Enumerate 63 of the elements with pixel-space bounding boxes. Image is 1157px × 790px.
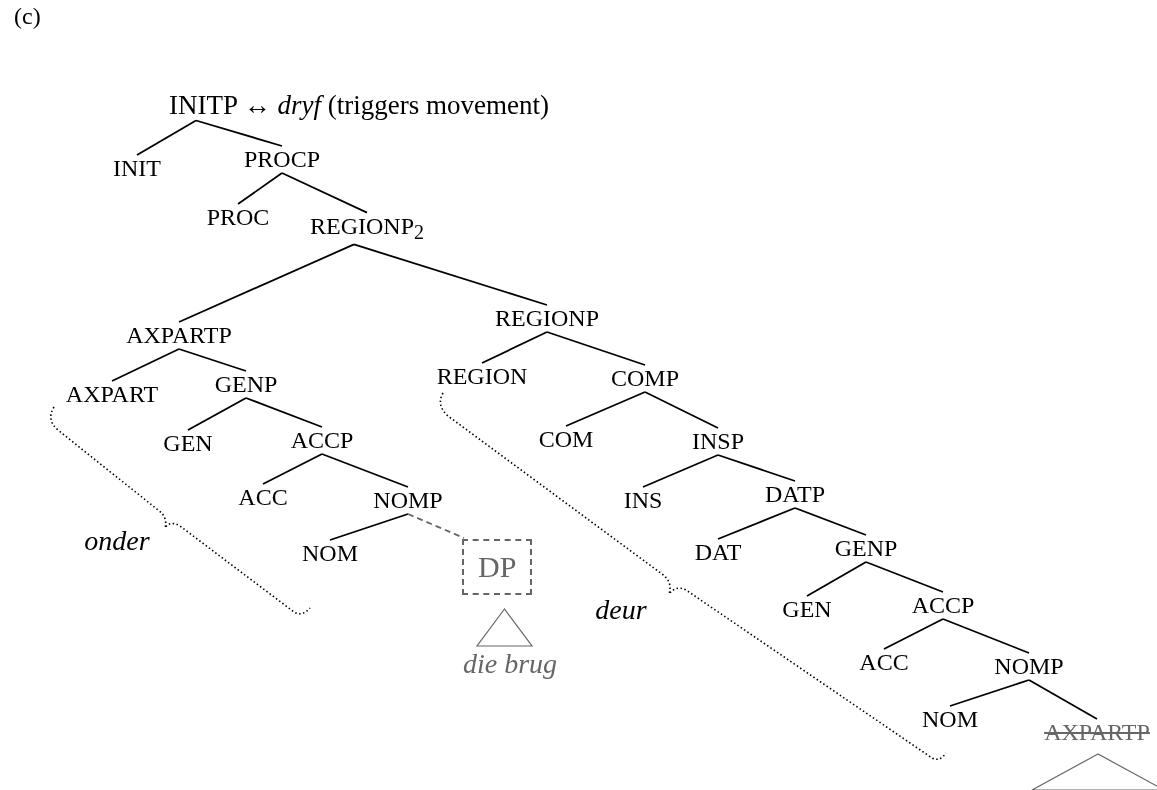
- triangle-mark: [477, 609, 532, 646]
- tree-node-label: PROC: [206, 205, 270, 229]
- branch-line: [111, 348, 180, 382]
- tree-node-label: PROCP: [244, 147, 320, 171]
- branch-line: [717, 507, 796, 540]
- leaf-text: die brug: [462, 650, 558, 678]
- branch-line: [195, 119, 283, 147]
- branch-line: [1028, 679, 1098, 720]
- triangle-mark: [1032, 754, 1157, 790]
- branch-line: [546, 331, 646, 366]
- brace-label: deur: [595, 594, 647, 626]
- branch-line: [329, 513, 409, 541]
- branch-line: [237, 172, 283, 205]
- tree-node-label: NOM: [302, 541, 358, 565]
- branch-line: [949, 679, 1030, 707]
- dashed-box: DP: [462, 539, 533, 595]
- branch-line: [565, 391, 646, 427]
- tree-node-label: AXPART: [65, 382, 159, 406]
- dashed-branch-line: [407, 513, 465, 539]
- tree-node-label: REGIONP$_{2}$: [310, 213, 424, 243]
- branch-line: [806, 561, 867, 597]
- branch-line: [187, 397, 247, 431]
- tree-node-label: NOMP: [994, 654, 1064, 678]
- tree-node-label: GEN: [782, 597, 832, 621]
- tree-node-label: ACCP: [290, 428, 354, 452]
- branch-line: [717, 454, 796, 482]
- tree-node-label: INS: [623, 488, 663, 512]
- branch-line: [481, 331, 548, 364]
- branch-line: [942, 618, 1030, 654]
- branch-line: [644, 391, 719, 429]
- branch-line: [865, 561, 944, 593]
- tree-node-label: ACCP: [911, 593, 975, 617]
- branch-line: [321, 453, 409, 488]
- branch-line: [642, 454, 719, 488]
- tree-node-label: ACC: [238, 485, 288, 509]
- branch-line: [178, 348, 247, 372]
- tree-node-label: INITP ↔ dryf (triggers movement): [169, 91, 549, 119]
- branch-line: [262, 453, 323, 485]
- tree-node-label: NOM: [922, 707, 978, 731]
- branch-line: [178, 243, 355, 323]
- tree-node-label: DAT: [694, 540, 742, 564]
- branch-line: [281, 172, 368, 214]
- tree-node-label: DATP: [765, 482, 825, 506]
- brace-label: onder: [84, 525, 150, 557]
- tree-node-label: INIT: [113, 156, 161, 180]
- tree-node-label: REGIONP: [495, 306, 599, 330]
- tree-node-label: INSP: [692, 429, 744, 453]
- tree-node-label: GEN: [163, 431, 213, 455]
- tree-node-label: COM: [538, 427, 594, 451]
- branch-line: [245, 397, 323, 428]
- tree-node-label: ACC: [859, 650, 909, 674]
- branch-line: [136, 119, 197, 156]
- tree-node-label: GENP: [834, 536, 898, 560]
- tree-node-label: AXPARTP: [126, 323, 232, 347]
- tree-node-label: GENP: [214, 372, 278, 396]
- panel-letter: (c): [14, 2, 41, 30]
- tree-node-label: REGION: [436, 364, 528, 388]
- branch-line: [353, 243, 548, 306]
- branch-line: [883, 618, 944, 650]
- tree-node-label: NOMP: [373, 488, 443, 512]
- struck-node-label: AXPARTP: [1044, 720, 1150, 744]
- branch-line: [794, 507, 867, 536]
- tree-node-label: COMP: [611, 366, 679, 390]
